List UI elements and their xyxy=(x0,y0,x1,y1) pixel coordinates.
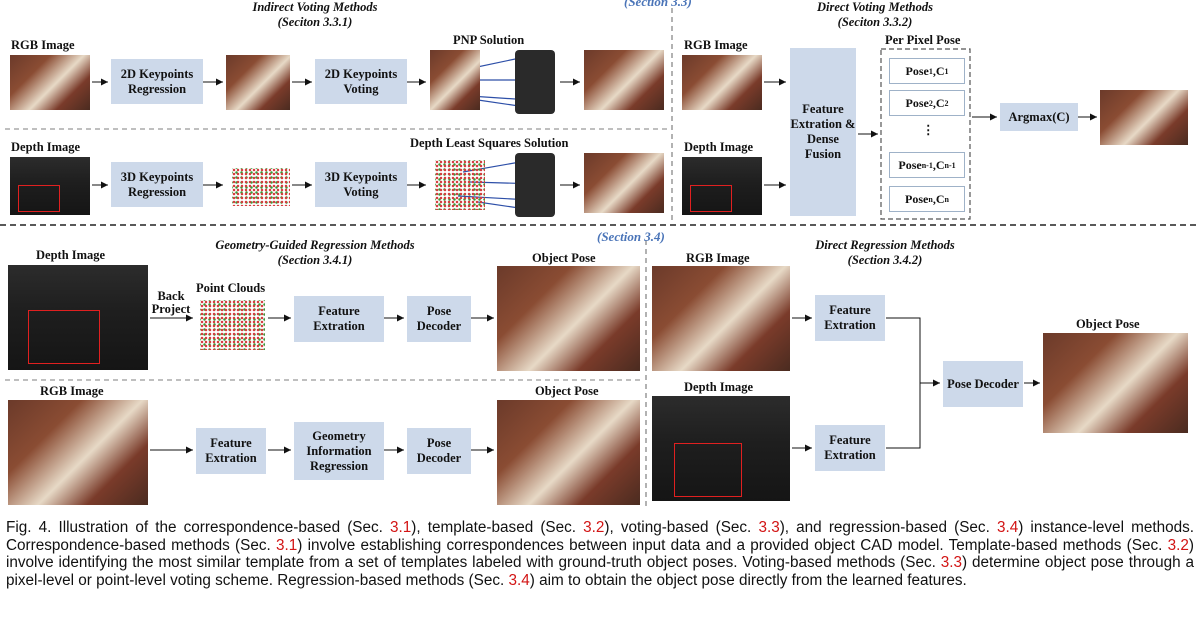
geo-depth-image xyxy=(8,265,148,370)
point-clouds-label: Point Clouds xyxy=(196,281,266,295)
figure-caption: Fig. 4. Illustration of the corresponden… xyxy=(6,519,1195,589)
geo-object-pose-label-2: Object Pose xyxy=(535,384,599,398)
section-3-3-tag: (Section 3.3) xyxy=(624,0,692,9)
keypoints-2d-regression-box: 2D Keypoints Regression xyxy=(111,59,203,104)
geo-object-pose-image xyxy=(497,266,640,371)
dr-depth-image xyxy=(652,396,790,501)
geometry-information-regression-box: Geometry Information Regression xyxy=(294,422,384,480)
dv-rgb-image xyxy=(682,55,762,110)
feature-extraction-dense-fusion-box: Feature Extration & Dense Fusion xyxy=(790,48,856,216)
dv-pose-result-image xyxy=(1100,90,1188,145)
geo-depth-image-label: Depth Image xyxy=(36,248,106,262)
dv-rgb-image-label: RGB Image xyxy=(684,38,748,52)
keypoints-3d-voting-box: 3D Keypoints Voting xyxy=(315,162,407,207)
dv-depth-image xyxy=(682,157,762,215)
geo-pose-decoder-box-2: Pose Decoder xyxy=(407,428,471,474)
section-3-4-tag: (Section 3.4) xyxy=(597,229,665,244)
pose-ellipsis: ⋮ xyxy=(922,123,935,137)
per-pixel-pose-frame xyxy=(880,48,971,220)
geo-pose-decoder-box: Pose Decoder xyxy=(407,296,471,342)
dr-depth-image-label: Depth Image xyxy=(684,380,754,394)
depth-least-squares-label: Depth Least Squares Solution xyxy=(410,136,569,150)
pnp-source-image xyxy=(430,50,480,110)
keypoints-2d-voting-box: 2D Keypoints Voting xyxy=(315,59,407,104)
dr-feature-extraction-box-1: Feature Extration xyxy=(815,295,885,341)
geo-feature-extraction-box: Feature Extration xyxy=(294,296,384,342)
depth-image-label: Depth Image xyxy=(11,140,81,154)
geo-object-pose-image-2 xyxy=(497,400,640,505)
indirect-voting-title: Indirect Voting Methods(Seciton 3.3.1) xyxy=(252,0,378,29)
direct-voting-title: Direct Voting Methods(Seciton 3.3.2) xyxy=(817,0,933,29)
geo-object-pose-label: Object Pose xyxy=(532,251,596,265)
keypoints-2d-image xyxy=(226,55,290,110)
direct-regression-title: Direct Regression Methods(Section 3.4.2) xyxy=(815,238,955,267)
rgb-image-thumbnail xyxy=(10,55,90,110)
geo-feature-extraction-box-2: Feature Extration xyxy=(196,428,266,474)
dr-rgb-image xyxy=(652,266,790,371)
point-cloud-image xyxy=(200,300,265,350)
drill-model-image-2 xyxy=(515,153,555,217)
dr-rgb-image-label: RGB Image xyxy=(686,251,750,265)
geo-rgb-image-label: RGB Image xyxy=(40,384,104,398)
dr-object-pose-label: Object Pose xyxy=(1076,317,1140,331)
drill-model-image xyxy=(515,50,555,114)
lsq-point-cloud xyxy=(435,160,485,210)
depth-image-thumbnail xyxy=(10,157,90,215)
back-project-label: Back Project xyxy=(151,289,191,316)
rgb-image-label: RGB Image xyxy=(11,38,75,52)
per-pixel-pose-label: Per Pixel Pose xyxy=(885,33,961,47)
keypoints-3d-regression-box: 3D Keypoints Regression xyxy=(111,162,203,207)
pnp-solution-label: PNP Solution xyxy=(453,33,525,47)
dr-object-pose-image xyxy=(1043,333,1188,433)
point-cloud-keypoints xyxy=(232,168,290,206)
geometry-guided-title: Geometry-Guided Regression Methods(Secti… xyxy=(215,238,415,267)
pose-result-image-1 xyxy=(584,50,664,110)
dr-pose-decoder-box: Pose Decoder xyxy=(943,361,1023,407)
geo-rgb-image xyxy=(8,400,148,505)
dv-depth-image-label: Depth Image xyxy=(684,140,754,154)
pose-result-image-2 xyxy=(584,153,664,213)
argmax-box: Argmax(C) xyxy=(1000,103,1078,131)
dr-feature-extraction-box-2: Feature Extration xyxy=(815,425,885,471)
